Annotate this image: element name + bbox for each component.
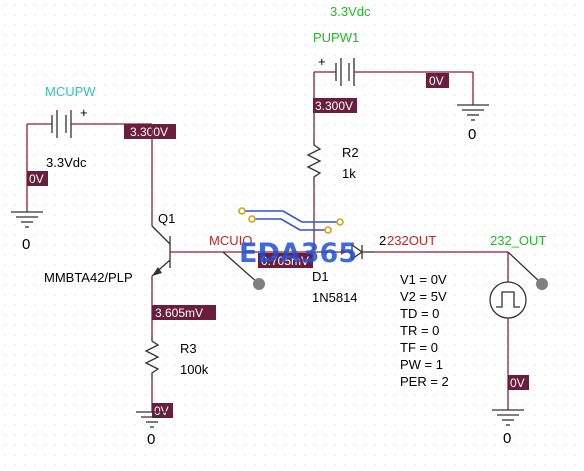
probe-mcupw-neg-value: 0V bbox=[29, 172, 44, 186]
ground-symbol-bottom-left bbox=[136, 411, 168, 428]
probe-source-bottom[interactable] bbox=[508, 375, 529, 390]
q1-name-label: Q1 bbox=[158, 211, 175, 226]
circuit-trace-icon bbox=[238, 207, 344, 234]
probe-pupw-pos-value: 3.300V bbox=[315, 99, 353, 113]
probe-mcuio[interactable] bbox=[258, 253, 313, 268]
pulse-param-td: TD = 0 bbox=[400, 306, 439, 321]
probe-pupw-neg[interactable] bbox=[426, 73, 449, 88]
probe-emitter[interactable] bbox=[152, 305, 216, 320]
ground-symbol-bottom-right bbox=[492, 409, 524, 426]
mcupw-plus-sign: + bbox=[80, 105, 88, 120]
probe-mcuio-value: 0.705mV bbox=[261, 254, 309, 268]
probe-mcupw-neg[interactable] bbox=[27, 171, 48, 186]
q1-model-label: MMBTA42/PLP bbox=[44, 270, 133, 285]
probe-r3-bottom-value: 0V bbox=[154, 404, 169, 418]
d1-model-label: 1N5814 bbox=[312, 290, 358, 305]
r2-name-label: R2 bbox=[342, 145, 359, 160]
pulse-param-v1: V1 = 0V bbox=[400, 272, 447, 287]
pupw1-value-label: 3.3Vdc bbox=[330, 4, 371, 19]
probe-r3-bottom[interactable] bbox=[152, 403, 173, 418]
ground-label-left: 0 bbox=[22, 236, 30, 253]
transistor-q1[interactable] bbox=[151, 225, 171, 277]
net-label-mcuio: MCUIO bbox=[209, 233, 252, 248]
probe-mcupw-pos[interactable] bbox=[124, 124, 176, 139]
probe-mcupw-pos-value: 3.300V bbox=[130, 125, 168, 139]
ground-symbol-left bbox=[11, 211, 43, 228]
r3-value-label: 100k bbox=[180, 362, 209, 377]
watermark-text: EDA365 bbox=[239, 238, 357, 269]
ground-label-top-right: 0 bbox=[468, 126, 476, 143]
resistor-r2[interactable] bbox=[306, 140, 322, 182]
pin-marker-icon bbox=[341, 249, 346, 255]
probe-pupw-neg-value: 0V bbox=[429, 74, 444, 88]
ground-label-bottom-left: 0 bbox=[147, 431, 155, 448]
pulse-param-per: PER = 2 bbox=[400, 374, 449, 389]
ground-symbol-top-right bbox=[457, 104, 489, 121]
net-label-232-out: 232_OUT bbox=[490, 233, 546, 248]
pupw1-battery[interactable] bbox=[314, 58, 473, 86]
mcupw-name-label: MCUPW bbox=[45, 84, 96, 99]
voltage-probe-pin-232out[interactable] bbox=[536, 278, 548, 290]
pulse-param-v2: V2 = 5V bbox=[400, 289, 447, 304]
d1-name-label: D1 bbox=[312, 269, 329, 284]
probe-emitter-value: 3.605mV bbox=[155, 306, 203, 320]
pulse-param-pw: PW = 1 bbox=[400, 357, 443, 372]
pulse-param-tf: TF = 0 bbox=[400, 340, 438, 355]
r3-name-label: R3 bbox=[180, 341, 197, 356]
pupw1-plus-sign: + bbox=[318, 54, 326, 69]
probe-source-bottom-value: 0V bbox=[510, 376, 525, 390]
pin-number-label: 2 bbox=[379, 233, 386, 248]
net-label-232out: 232OUT bbox=[387, 233, 436, 248]
watermark-logo: EDA365 bbox=[238, 207, 357, 269]
ground-label-bottom-right: 0 bbox=[503, 430, 511, 447]
pulse-param-tr: TR = 0 bbox=[400, 323, 439, 338]
voltage-probe-pin-mcuio[interactable] bbox=[253, 278, 265, 290]
probe-pupw-pos[interactable] bbox=[313, 98, 357, 113]
mcupw-value-label: 3.3Vdc bbox=[46, 155, 87, 170]
pupw1-name-label: PUPW1 bbox=[313, 30, 359, 45]
resistor-r3[interactable] bbox=[144, 336, 160, 378]
r2-value-label: 1k bbox=[342, 166, 356, 181]
